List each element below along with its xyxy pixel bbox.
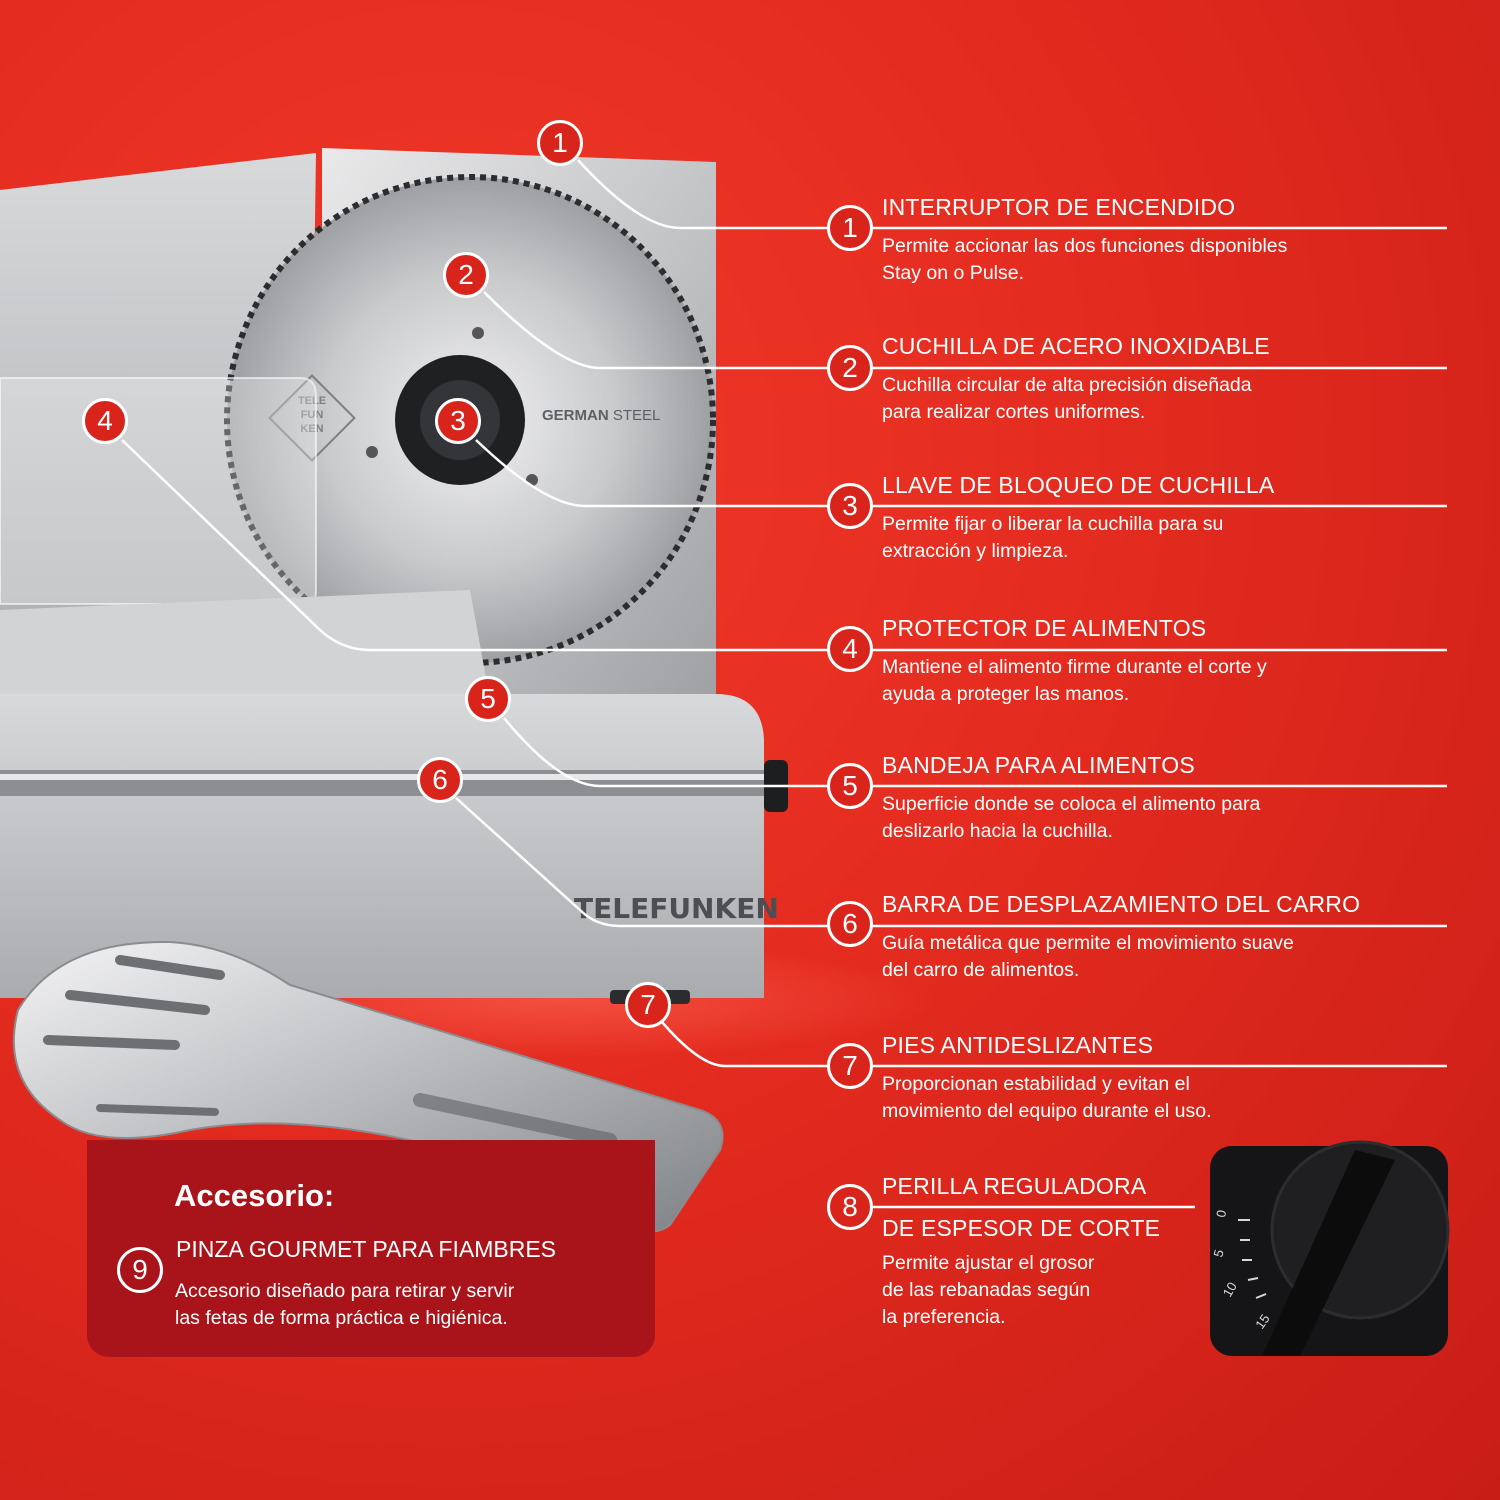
svg-text:TELE: TELE <box>298 395 326 407</box>
blade-brand-text: GERMAN STEEL <box>542 407 660 424</box>
telefunken-diamond-logo: TELE FUN KEN <box>268 374 356 462</box>
badge-feature-8: 8 <box>827 1184 873 1230</box>
callout-line-5 <box>503 717 1447 788</box>
svg-text:0: 0 <box>1213 1209 1229 1219</box>
callout-line-7 <box>661 1021 1447 1068</box>
callout-line-1 <box>577 159 1447 230</box>
feature-title: CUCHILLA DE ACERO INOXIDABLE <box>882 333 1270 359</box>
feature-description: Cuchilla circular de alta precisión dise… <box>882 374 1252 423</box>
svg-text:5: 5 <box>1210 1248 1226 1259</box>
food-protector <box>0 377 317 605</box>
accessory-heading: Accesorio: <box>174 1178 335 1213</box>
badge-product-6: 6 <box>417 757 463 803</box>
feature-2: CUCHILLA DE ACERO INOXIDABLE Cuchilla ci… <box>882 332 1462 426</box>
knob-closeup: 0 5 10 15 <box>1210 1140 1450 1356</box>
badge-product-4: 4 <box>82 398 128 444</box>
callout-line-4 <box>121 439 1447 652</box>
badge-feature-3: 3 <box>827 483 873 529</box>
callout-lines <box>121 159 1447 1272</box>
feature-description: Mantiene el alimento firme durante el co… <box>882 656 1267 705</box>
tongs-slot <box>96 1104 219 1116</box>
carriage-rod-highlight <box>0 774 770 780</box>
tongs-groove <box>413 1093 617 1147</box>
badge-feature-6: 6 <box>827 901 873 947</box>
feature-title: BANDEJA PARA ALIMENTOS <box>882 752 1195 778</box>
badge-product-3: 3 <box>435 398 481 444</box>
svg-text:FUN: FUN <box>301 409 324 421</box>
feature-title: PIES ANTIDESLIZANTES <box>882 1032 1154 1058</box>
svg-text:10: 10 <box>1220 1279 1240 1299</box>
feature-description: Permite fijar o liberar la cuchilla para… <box>882 513 1224 562</box>
feature-title-line-2: DE ESPESOR DE CORTE <box>882 1215 1161 1241</box>
badge-product-1: 1 <box>537 120 583 166</box>
feature-1: INTERRUPTOR DE ENCENDIDO Permite acciona… <box>882 193 1462 287</box>
feature-title: PERILLA REGULADORA <box>882 1173 1147 1199</box>
carriage-rod <box>0 770 770 796</box>
feature-title: PROTECTOR DE ALIMENTOS <box>882 615 1207 641</box>
slicer-left-housing <box>0 153 316 700</box>
badge-product-7: 7 <box>625 982 671 1028</box>
feature-title: INTERRUPTOR DE ENCENDIDO <box>882 194 1236 220</box>
tongs-slot <box>43 1035 180 1050</box>
accessory-description: Accesorio diseñado para retirar y servir… <box>175 1280 515 1329</box>
food-tray <box>0 590 490 700</box>
accessory-title: PINZA GOURMET PARA FIAMBRES <box>176 1236 556 1262</box>
badge-product-2: 2 <box>443 252 489 298</box>
badge-feature-4: 4 <box>827 626 873 672</box>
feature-title: BARRA DE DESPLAZAMIENTO DEL CARRO <box>882 891 1361 917</box>
badge-feature-1: 1 <box>827 205 873 251</box>
blade-screw <box>472 327 484 339</box>
knob-grip <box>1262 1150 1395 1356</box>
badge-product-5: 5 <box>465 676 511 722</box>
blade-screw <box>366 446 378 458</box>
feature-6: BARRA DE DESPLAZAMIENTO DEL CARRO Guía m… <box>882 890 1462 984</box>
feature-5: BANDEJA PARA ALIMENTOS Superficie donde … <box>882 751 1462 845</box>
feature-description: Permite accionar las dos funciones dispo… <box>882 235 1288 284</box>
svg-text:KEN: KEN <box>300 423 323 435</box>
badge-feature-2: 2 <box>827 345 873 391</box>
svg-text:15: 15 <box>1252 1311 1273 1331</box>
tongs-slot <box>115 955 225 980</box>
tongs-slot <box>65 990 210 1015</box>
callout-line-2 <box>483 291 1447 370</box>
badge-feature-5: 5 <box>827 763 873 809</box>
callout-line-3 <box>475 439 1447 508</box>
feature-description: Superficie donde se coloca el alimento p… <box>882 793 1261 842</box>
callout-line-6 <box>455 797 1447 928</box>
feature-title: LLAVE DE BLOQUEO DE CUCHILLA <box>882 472 1275 498</box>
feature-7: PIES ANTIDESLIZANTES Proporcionan estabi… <box>882 1031 1462 1125</box>
accessory-panel <box>87 1140 655 1357</box>
badge-feature-7: 7 <box>827 1043 873 1089</box>
feature-description: Guía metálica que permite el movimiento … <box>882 932 1294 981</box>
brand-logo: TELEFUNKEN <box>574 892 779 925</box>
feature-4: PROTECTOR DE ALIMENTOS Mantiene el alime… <box>882 614 1462 708</box>
feature-8: PERILLA REGULADORA DE ESPESOR DE CORTE P… <box>882 1172 1202 1331</box>
knob-scale: 0 5 10 15 <box>1210 1209 1272 1332</box>
badge-accessory-9: 9 <box>117 1247 163 1293</box>
feature-3: LLAVE DE BLOQUEO DE CUCHILLA Permite fij… <box>882 471 1462 565</box>
